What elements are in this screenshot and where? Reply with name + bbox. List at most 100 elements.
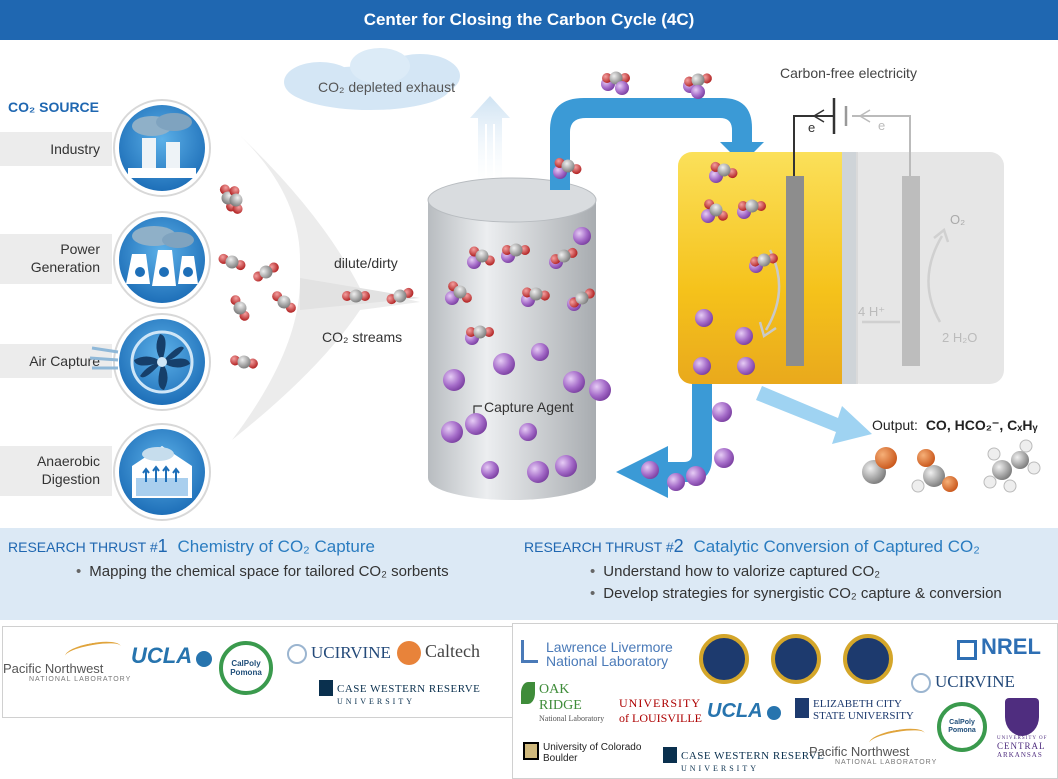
colorado-cu-icon <box>523 742 539 760</box>
capture-agent-label: Capture Agent <box>484 399 574 415</box>
ornl-name: OAK RIDGE <box>539 682 582 713</box>
capture-agent-atom <box>714 448 734 468</box>
thrust-2-bullet: Understand how to valorize captured CO₂ <box>590 563 1002 580</box>
cwru-sub-2: UNIVERSITY <box>681 764 759 773</box>
electric-circuit <box>793 98 911 176</box>
ecsu-building-icon <box>795 698 809 718</box>
ucla-logo-2: UCLA <box>707 700 781 723</box>
carbon-atom <box>709 203 723 217</box>
calpoly-name-2: CalPoly Pomona <box>948 719 976 734</box>
co2-molecule <box>569 288 595 308</box>
ornl-sub: National Laboratory <box>539 714 605 723</box>
ornl-leaf-icon <box>521 682 535 704</box>
capture-agent-atom <box>573 227 591 245</box>
capture-agent-atom <box>493 353 515 375</box>
capture-agent-atom <box>527 461 549 483</box>
ucla-name-2: UCLA <box>707 700 763 722</box>
research-thrusts-panel: RESEARCH THRUST #1 Chemistry of CO₂ Capt… <box>0 528 1058 620</box>
pnnl-swoosh-icon <box>64 638 122 664</box>
ornl-logo: OAK RIDGE National Laboratory <box>521 682 604 723</box>
page-title: Center for Closing the Carbon Cycle (4C) <box>363 10 695 29</box>
co2-molecule <box>750 253 778 267</box>
capture-agent-atom <box>695 309 713 327</box>
capture-agent-atom <box>441 421 463 443</box>
cwru-shield-icon-2 <box>663 747 677 764</box>
uc-seal-3-icon <box>843 634 893 684</box>
carbon-atom <box>529 287 543 301</box>
co2-molecule <box>230 295 250 321</box>
flow-arrow-top <box>550 98 764 190</box>
co2-molecule <box>386 287 414 305</box>
colorado-text: University of Colorado Boulder <box>543 742 641 764</box>
thrust-1-bullet: Mapping the chemical space for tailored … <box>76 563 448 580</box>
louisville-line1: UNIVERSITY <box>619 696 701 710</box>
exhaust-cloud <box>284 48 460 110</box>
ucla-name: UCLA <box>131 643 193 668</box>
capture-agent-atom <box>686 466 706 486</box>
co2-molecule <box>704 199 728 221</box>
oxygen-atom <box>360 291 370 301</box>
output-label: Output: CO, HCO₂⁻, CₓHᵧ <box>872 417 1038 433</box>
stream-label-bottom: CO₂ streams <box>322 329 402 345</box>
source-air-capture: Air Capture <box>0 344 112 378</box>
water-oxidation-arrow <box>927 235 944 323</box>
thrust-2-heading: RESEARCH THRUST #2 Catalytic Conversion … <box>524 536 1002 557</box>
calpoly-name: CalPoly Pomona <box>230 659 262 677</box>
ecsu-logo: ELIZABETH CITY STATE UNIVERSITY <box>795 698 914 722</box>
protons-label: 4 H⁺ <box>858 304 885 319</box>
carbon-atom <box>349 289 363 303</box>
carbon-atom <box>229 193 243 207</box>
ucla-seal-icon <box>196 651 213 668</box>
pnnl-name: Pacific Northwest <box>3 661 104 676</box>
nrel-mark-icon <box>957 640 977 661</box>
ecsu-text: ELIZABETH CITY STATE UNIVERSITY <box>813 698 914 722</box>
carbon-atom <box>233 301 247 315</box>
uca-line2: CENTRAL <box>997 741 1046 751</box>
capture-vessel <box>427 177 597 500</box>
llnl-logo: Lawrence Livermore National Laboratory <box>521 640 673 668</box>
capture-agent-atom <box>443 369 465 391</box>
output-prefix: Output: <box>872 417 918 433</box>
capture-agent-atom <box>712 402 732 422</box>
factory-icon <box>113 99 211 197</box>
carbon-atom <box>277 295 291 309</box>
page-title-banner: Center for Closing the Carbon Cycle (4C) <box>0 0 1058 40</box>
caltech-seal-icon <box>397 641 421 666</box>
co2-molecule <box>710 161 738 179</box>
fan-icon <box>89 313 211 411</box>
source-label-line: Digestion <box>42 471 100 487</box>
oxygen-atom <box>620 73 630 83</box>
electrochemical-cell <box>678 152 1004 384</box>
carbon-atom <box>453 285 467 299</box>
oxygen-atom <box>602 73 612 83</box>
louisville-line2: of LOUISVILLE <box>619 711 702 725</box>
oxygen-atom <box>502 245 512 255</box>
carbon-atom <box>691 73 705 87</box>
co2-molecule <box>230 355 258 369</box>
ecsu-line2: STATE UNIVERSITY <box>813 710 914 722</box>
co2-molecule <box>466 325 494 339</box>
capture-agent-atom <box>465 413 487 435</box>
thrust-1-bullets: Mapping the chemical space for tailored … <box>8 563 448 580</box>
thrust-1-partner-logos: Pacific Northwest NATIONAL LABORATORY UC… <box>2 626 513 718</box>
capture-agent-atom <box>667 473 685 491</box>
colorado-line1: University of Colorado <box>543 742 642 753</box>
co2-molecule <box>272 291 296 313</box>
co2-molecule <box>522 287 550 301</box>
carbon-atom <box>259 265 273 279</box>
uca-line1: UNIVERSITY OF <box>997 736 1048 741</box>
source-industry: Industry <box>0 132 112 166</box>
source-air-capture-label: Air Capture <box>29 353 100 369</box>
louisville-logo: UNIVERSITY of LOUISVILLE <box>619 696 702 726</box>
exhaust-label: CO₂ depleted exhaust <box>318 79 455 95</box>
co2-molecule <box>253 262 279 282</box>
output-products: CO, HCO₂⁻, CₓHᵧ <box>926 417 1039 433</box>
carbon-atom <box>561 159 575 173</box>
oxygen-atom <box>520 245 530 255</box>
co2-molecule <box>229 186 243 214</box>
